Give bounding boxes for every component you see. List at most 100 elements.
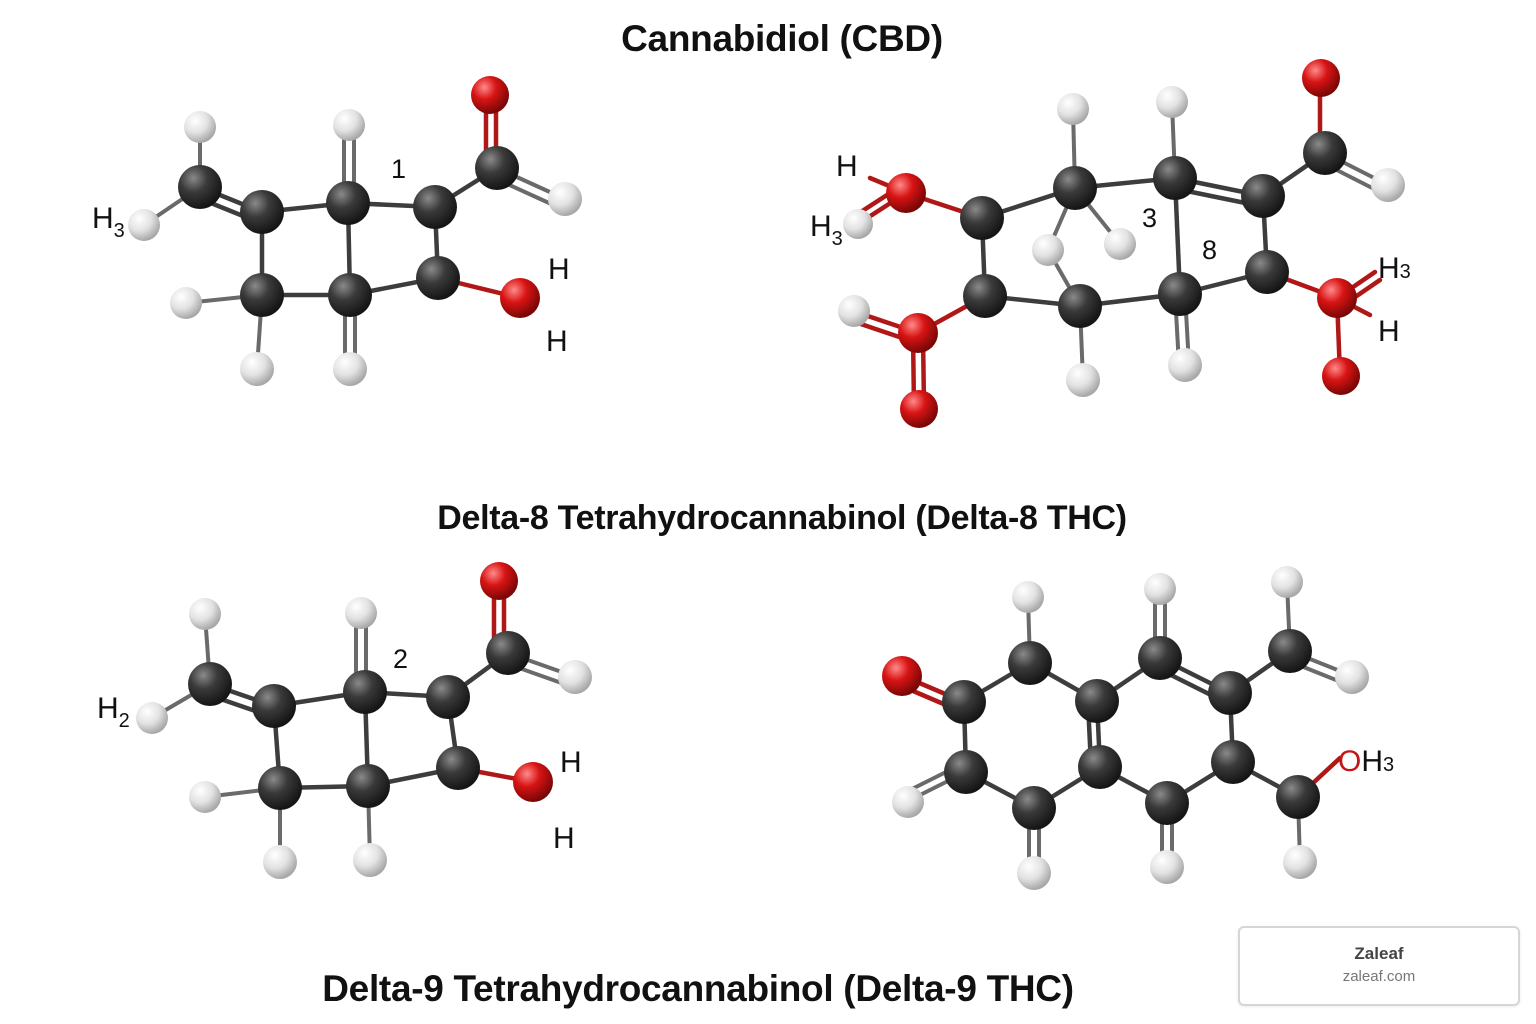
atom-h (1271, 566, 1303, 598)
atom-c (942, 680, 986, 724)
atom-h (892, 786, 924, 818)
atom-c (1241, 174, 1285, 218)
atom-c (960, 196, 1004, 240)
atom-c (426, 675, 470, 719)
atom-h (263, 845, 297, 879)
atom-o (900, 390, 938, 428)
atom-h (558, 660, 592, 694)
atom-o (1302, 59, 1340, 97)
atom-c (178, 165, 222, 209)
atom-h (1283, 845, 1317, 879)
atom-h (189, 598, 221, 630)
atom-c (413, 185, 457, 229)
atom-c (1078, 745, 1122, 789)
atom-o (882, 656, 922, 696)
atom-o (886, 173, 926, 213)
atom-c (1268, 629, 1312, 673)
label-h: H (546, 325, 568, 358)
atom-c (343, 670, 387, 714)
label-h3: H3 (92, 202, 125, 242)
atom-h (1104, 228, 1136, 260)
atom-c (1012, 786, 1056, 830)
atom-c (1008, 641, 1052, 685)
atom-h (345, 597, 377, 629)
atom-o (898, 313, 938, 353)
label-h2: H2 (97, 692, 130, 732)
atom-h (838, 295, 870, 327)
atom-h (1156, 86, 1188, 118)
atom-o (480, 562, 518, 600)
atom-c (1145, 781, 1189, 825)
atom-h (333, 352, 367, 386)
atom-c (1053, 166, 1097, 210)
atom-number-label: 1 (391, 154, 406, 184)
label-h: H (836, 150, 858, 183)
label-h3: H3 (810, 210, 843, 250)
atom-o (1322, 357, 1360, 395)
atom-o (1317, 278, 1357, 318)
atom-o (500, 278, 540, 318)
atom-c (944, 750, 988, 794)
atom-h (1012, 581, 1044, 613)
delta9-title: Delta-9 Tetrahydrocannabinol (Delta-9 TH… (322, 968, 1074, 1009)
atom-number-label: 2 (393, 644, 408, 674)
atom-c (258, 766, 302, 810)
atom-number-label: 3 (1142, 203, 1157, 233)
atom-h (170, 287, 202, 319)
atom-h (333, 109, 365, 141)
atom-c (1138, 636, 1182, 680)
atom-c (475, 146, 519, 190)
atom-h (1371, 168, 1405, 202)
atom-h (843, 209, 873, 239)
cbd-title: Cannabidiol (CBD) (621, 18, 943, 59)
atom-c (963, 274, 1007, 318)
watermark-url: zaleaf.com (1342, 968, 1416, 985)
label-oh3: OH3 (1338, 745, 1394, 778)
atom-o (513, 762, 553, 802)
atom-c (1303, 131, 1347, 175)
label-h: H (1378, 315, 1400, 348)
atom-c (1276, 775, 1320, 819)
label-h: H (553, 822, 575, 855)
atom-h (136, 702, 168, 734)
atom-c (1153, 156, 1197, 200)
atom-c (188, 662, 232, 706)
atom-c (346, 764, 390, 808)
atom-c (240, 190, 284, 234)
atom-c (252, 684, 296, 728)
atom-h (1066, 363, 1100, 397)
label-h: H (560, 746, 582, 779)
label-h: H (548, 253, 570, 286)
delta8-molecule-left: H2 2 H H (97, 562, 592, 879)
atom-c (1208, 671, 1252, 715)
cbd-molecule-right: H H3 3 8 H3 H (810, 59, 1411, 428)
delta8-title: Delta-8 Tetrahydrocannabinol (Delta-8 TH… (437, 499, 1127, 537)
atom-c (1075, 679, 1119, 723)
delta8-molecule-right: OH3 (882, 566, 1394, 890)
atom-c (1211, 740, 1255, 784)
atom-h (128, 209, 160, 241)
label-h3: H3 (1378, 252, 1411, 285)
atom-h (1017, 856, 1051, 890)
cbd-molecule-left: H3 1 H H (92, 76, 582, 386)
atom-c (1058, 284, 1102, 328)
atom-number-label: 8 (1202, 235, 1217, 265)
watermark-card: Zaleaf zaleaf.com (1238, 926, 1520, 1006)
atom-h (240, 352, 274, 386)
atom-h (184, 111, 216, 143)
atom-h (189, 781, 221, 813)
atom-c (436, 746, 480, 790)
atom-o (471, 76, 509, 114)
watermark-name: Zaleaf (1354, 944, 1404, 963)
atom-h (1335, 660, 1369, 694)
atom-h (548, 182, 582, 216)
atom-c (328, 273, 372, 317)
atom-h (353, 843, 387, 877)
atom-h (1168, 348, 1202, 382)
atom-c (1245, 250, 1289, 294)
atom-c (416, 256, 460, 300)
atom-h (1150, 850, 1184, 884)
atom-c (486, 631, 530, 675)
atom-c (1158, 272, 1202, 316)
